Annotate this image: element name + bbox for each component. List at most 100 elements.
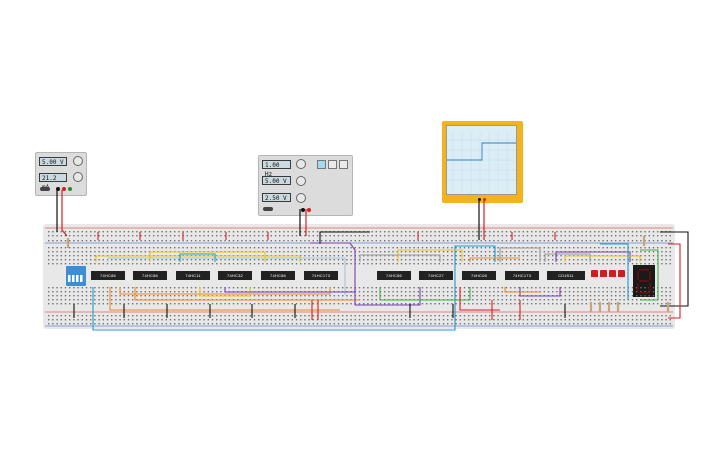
ic-chip[interactable]: 74HC173 — [505, 271, 539, 280]
breadboard-hole — [573, 295, 575, 297]
breadboard-hole — [371, 240, 373, 242]
amplitude-readout: 5.00 V — [262, 176, 291, 185]
breadboard-hole — [174, 323, 176, 325]
breadboard-hole — [627, 323, 629, 325]
breadboard-hole — [384, 235, 386, 237]
breadboard-hole — [455, 315, 457, 317]
breadboard-hole — [77, 323, 79, 325]
ic-chip[interactable]: 74HC08 — [462, 271, 496, 280]
breadboard-hole — [501, 299, 503, 301]
breadboard-hole — [321, 247, 323, 249]
breadboard-hole — [531, 240, 533, 242]
breadboard-hole — [304, 247, 306, 249]
ic-chip[interactable]: 74HC86 — [91, 271, 125, 280]
generator-negative-terminal[interactable] — [301, 208, 305, 212]
breadboard-hole — [56, 251, 58, 253]
breadboard-hole — [518, 263, 520, 265]
breadboard-hole — [106, 291, 109, 293]
ic-chip[interactable]: CD4511 — [547, 271, 585, 280]
triangle-wave-icon[interactable] — [328, 160, 337, 169]
positive-terminal[interactable] — [62, 187, 66, 191]
led[interactable] — [609, 270, 616, 277]
power-toggle[interactable] — [40, 187, 50, 191]
breadboard-hole — [182, 295, 184, 297]
ic-chip[interactable]: 74HC86 — [377, 271, 411, 280]
breadboard-hole — [455, 263, 457, 265]
breadboard-hole — [665, 263, 667, 265]
breadboard-hole — [287, 303, 289, 305]
breadboard-hole — [396, 287, 398, 289]
breadboard-hole — [115, 263, 117, 265]
breadboard-hole — [568, 247, 571, 249]
voltage-knob[interactable] — [73, 156, 83, 166]
breadboard-hole — [543, 323, 545, 325]
breadboard-hole — [384, 295, 386, 297]
breadboard-hole — [594, 291, 596, 293]
breadboard-hole — [216, 287, 218, 289]
breadboard-hole — [283, 323, 285, 325]
ic-chip[interactable]: 74HC32 — [218, 271, 252, 280]
ic-chip[interactable]: 74HC27 — [419, 271, 453, 280]
breadboard-hole — [144, 231, 146, 233]
ic-chip[interactable]: 74HC86 — [261, 271, 295, 280]
breadboard-hole — [291, 303, 293, 305]
breadboard-hole — [652, 251, 655, 253]
breadboard-hole — [392, 240, 394, 242]
breadboard-hole — [648, 319, 650, 321]
breadboard-hole — [535, 287, 537, 289]
breadboard-hole — [207, 247, 209, 249]
breadboard-hole — [640, 247, 642, 249]
offset-knob[interactable] — [296, 193, 306, 203]
generator-positive-terminal[interactable] — [307, 208, 311, 212]
ground-terminal[interactable] — [68, 187, 72, 191]
scope-positive-terminal[interactable] — [483, 198, 486, 201]
power-supply[interactable]: 5.00 V 21.2 mA — [35, 152, 87, 196]
breadboard-hole — [249, 247, 251, 249]
breadboard-hole — [417, 231, 419, 233]
breadboard-hole — [438, 259, 440, 261]
led[interactable] — [618, 270, 625, 277]
breadboard-hole — [463, 303, 466, 305]
breadboard-hole — [363, 251, 365, 253]
sine-wave-icon[interactable] — [339, 160, 348, 169]
breadboard-hole — [535, 259, 537, 261]
breadboard-hole — [480, 287, 482, 289]
breadboard-hole — [442, 303, 445, 305]
breadboard-hole — [657, 247, 659, 249]
breadboard-hole — [270, 323, 272, 325]
frequency-knob[interactable] — [296, 159, 306, 169]
function-generator[interactable]: 1.00 Hz 5.00 V 2.50 V — [258, 155, 353, 216]
breadboard-hole — [94, 323, 96, 325]
ic-chip[interactable]: 74HC173 — [304, 271, 338, 280]
breadboard-hole — [648, 247, 650, 249]
breadboard-hole — [64, 247, 67, 249]
ic-chip[interactable]: 74HC86 — [133, 271, 167, 280]
breadboard-hole — [547, 299, 550, 301]
breadboard-hole — [161, 259, 163, 261]
generator-toggle[interactable] — [263, 207, 273, 211]
breadboard-hole — [581, 247, 583, 249]
negative-terminal[interactable] — [56, 187, 60, 191]
breadboard-hole — [657, 323, 659, 325]
square-wave-icon[interactable] — [317, 160, 326, 169]
breadboard-hole — [518, 299, 520, 301]
breadboard-hole — [266, 295, 268, 297]
breadboard-hole — [442, 259, 445, 261]
led[interactable] — [591, 270, 598, 277]
breadboard-hole — [111, 247, 113, 249]
breadboard-hole — [102, 259, 104, 261]
breadboard-hole — [216, 231, 218, 233]
ic-chip[interactable]: 74HC11 — [176, 271, 210, 280]
amplitude-knob[interactable] — [296, 176, 306, 186]
breadboard-hole — [636, 231, 638, 233]
scope-negative-terminal[interactable] — [478, 198, 481, 201]
current-knob[interactable] — [73, 172, 83, 182]
breadboard-hole — [468, 231, 470, 233]
breadboard-hole — [556, 323, 558, 325]
breadboard-hole — [623, 231, 625, 233]
breadboard-hole — [442, 291, 445, 293]
breadboard-hole — [606, 299, 608, 301]
breadboard-hole — [505, 231, 508, 233]
breadboard-hole — [148, 235, 151, 237]
led[interactable] — [600, 270, 607, 277]
